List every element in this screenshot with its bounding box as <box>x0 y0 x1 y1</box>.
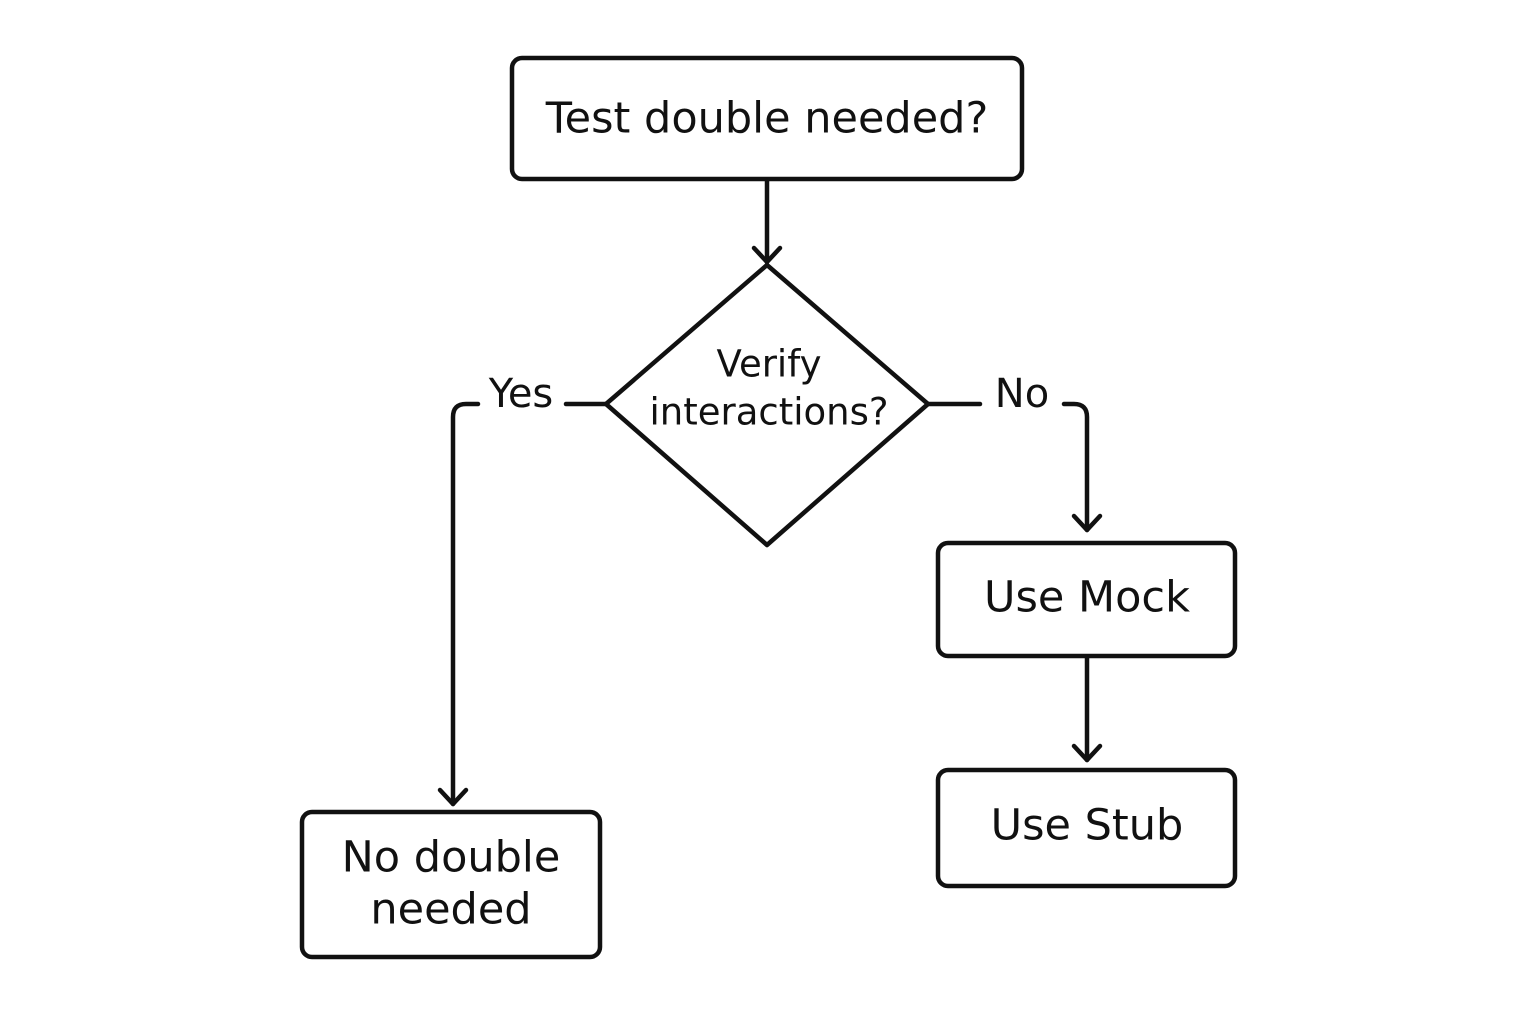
edge-start-to-decision-arrowhead <box>751 245 783 265</box>
edge-yes-arrowhead <box>437 787 469 807</box>
edge-no-segment-down <box>1061 401 1090 533</box>
edge-no-branch: No <box>925 371 1103 533</box>
node-verify-interactions-label-line2: interactions? <box>649 391 888 434</box>
edge-start-to-decision <box>751 178 783 265</box>
edge-yes-branch: Yes <box>437 371 609 807</box>
node-use-mock-label: Use Mock <box>984 573 1190 623</box>
edge-mock-to-stub-arrowhead <box>1071 743 1103 763</box>
edge-yes-label: Yes <box>488 371 554 417</box>
node-use-stub-box <box>935 767 1238 889</box>
node-no-double-needed-label-line1: No double <box>342 833 561 883</box>
edge-no-arrowhead <box>1071 513 1103 533</box>
node-test-double-needed-label: Test double needed? <box>545 94 989 144</box>
node-use-stub: Use Stub <box>935 767 1238 889</box>
node-use-mock: Use Mock <box>935 540 1238 659</box>
edge-no-label: No <box>995 371 1049 417</box>
edge-yes-segment-down <box>450 401 481 807</box>
node-verify-interactions-label-line1: Verify <box>717 343 822 386</box>
node-no-double-needed-label-line2: needed <box>370 885 531 935</box>
edge-mock-to-stub <box>1071 655 1103 763</box>
node-no-double-needed: No double needed <box>299 809 603 960</box>
node-use-stub-label: Use Stub <box>991 801 1184 851</box>
node-test-double-needed: Test double needed? <box>509 55 1025 182</box>
node-verify-interactions: Verify interactions? <box>603 262 931 548</box>
node-no-double-needed-box <box>299 809 603 960</box>
node-verify-interactions-diamond <box>603 262 931 548</box>
